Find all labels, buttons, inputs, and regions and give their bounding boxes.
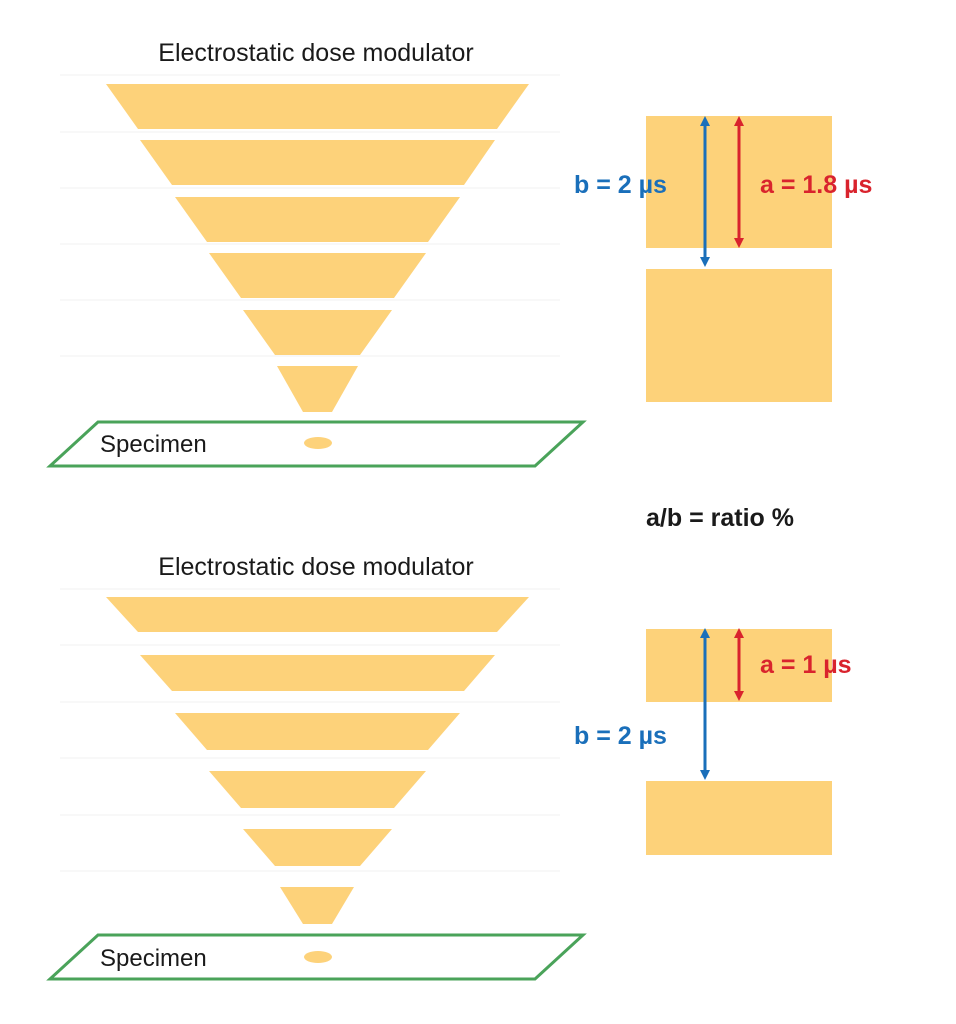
electron-beam-cone [106,84,529,412]
b-label: b = 2 µs [574,722,667,750]
pulse-off-block [646,269,832,402]
beam-segment [209,253,426,298]
a-label: a = 1.8 µs [760,171,872,199]
specimen-plane: Specimen [46,420,587,468]
modulator-label: Electrostatic dose modulator [158,553,473,581]
beam-segment [175,713,460,750]
ratio-label: a/b = ratio % [646,504,794,532]
beam-segment [106,597,529,632]
modulator-label: Electrostatic dose modulator [158,39,473,67]
beam-segment [175,197,460,242]
beam-segment [106,84,529,129]
beam-segment [209,771,426,808]
panel-top: Electrostatic dose modulator Specimen b … [46,39,872,468]
pulse-off-block [646,781,832,855]
beam-segment [277,366,358,412]
beam-segment [280,887,354,924]
beam-segment [140,655,495,691]
background-lines [60,74,560,357]
a-label: a = 1 µs [760,651,852,679]
pulse-timing-bottom: b = 2 µs a = 1 µs [574,628,852,855]
beam-spot [304,951,332,963]
pulse-timing-top: b = 2 µs a = 1.8 µs [574,116,872,402]
specimen-label: Specimen [100,431,207,458]
panel-bottom: Electrostatic dose modulator Specimen b … [46,553,852,981]
specimen-plane: Specimen [46,933,587,981]
electron-beam-cone [106,597,529,924]
background-lines [60,588,560,872]
beam-segment [243,829,392,866]
beam-spot [304,437,332,449]
beam-segment [243,310,392,355]
b-label: b = 2 µs [574,171,667,199]
beam-segment [140,140,495,185]
specimen-label: Specimen [100,945,207,972]
